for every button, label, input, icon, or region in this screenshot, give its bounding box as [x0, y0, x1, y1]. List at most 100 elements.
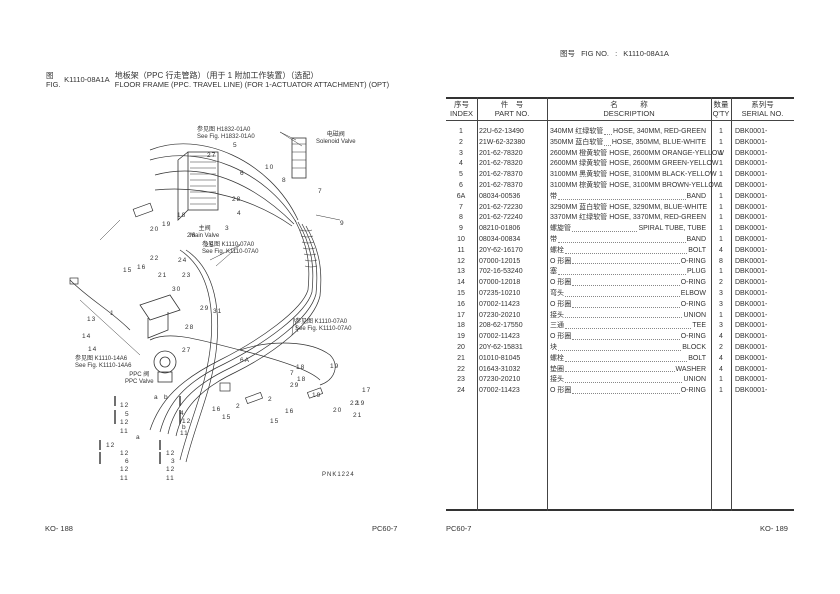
description-en: O-RING — [680, 279, 706, 287]
callout: 2 — [268, 396, 273, 403]
cell-qty: 1 — [719, 387, 723, 395]
description-zh: 螺栓 — [550, 246, 564, 254]
description-zh: O 形圈 — [550, 333, 572, 341]
cell-qty: 4 — [719, 365, 723, 373]
cell-serial: DBK0001- — [735, 376, 768, 384]
callout: 3 — [225, 225, 230, 232]
callout: 27 — [182, 347, 192, 354]
ref-k14a6: 参见图 K1110-14A6 See Fig. K1110-14A6 — [75, 356, 131, 370]
callout: b — [182, 424, 187, 431]
cell-serial: DBK0001- — [735, 279, 768, 287]
column-divider — [711, 97, 712, 511]
description-zh: 螺旋管 — [550, 225, 571, 233]
leader-dots — [572, 300, 680, 308]
cell-qty: 8 — [719, 257, 723, 265]
description-en: BLOCK — [682, 343, 706, 351]
cell-index: 22 — [457, 365, 465, 373]
ref-k07a0-top: 参见图 K1110-07A0 See Fig. K1110-07A0 — [202, 242, 258, 256]
column-divider — [547, 97, 548, 511]
callout: 29 — [200, 305, 210, 312]
leader-dots — [558, 343, 682, 351]
cell-index: 17 — [457, 311, 465, 319]
callout: 12 — [166, 450, 176, 457]
fig-no-zh: 图号 — [560, 49, 575, 58]
description-zh: 340MM 红绿软管 — [550, 128, 604, 135]
cell-serial: DBK0001- — [735, 203, 768, 211]
cell-index: 13 — [457, 268, 465, 276]
cell-qty: 1 — [719, 214, 723, 222]
col-header-zh: 数量 — [713, 100, 729, 109]
description-zh: 350MM 蓝白软管 — [550, 138, 604, 146]
leader-dots — [565, 354, 688, 362]
ref-k14a6-zh: 参见图 K1110-14A6 — [75, 356, 128, 362]
callout: 21 — [158, 272, 168, 279]
cell-serial: DBK0001- — [735, 181, 768, 189]
callout: 11 — [120, 428, 129, 435]
cell-index: 7 — [459, 203, 463, 211]
cell-qty: 1 — [719, 311, 723, 319]
cell-qty: 1 — [719, 376, 723, 384]
callout: 4 — [237, 210, 242, 217]
description-en: PLUG — [686, 268, 706, 276]
callout: 7 — [318, 188, 323, 195]
cell-part-no: 20Y-62-15831 — [479, 343, 523, 351]
leader-dots — [572, 257, 680, 265]
fig-no-sep: : — [615, 49, 618, 58]
cell-part-no: 208-62-17550 — [479, 322, 523, 330]
callout: 18 — [297, 376, 307, 383]
ref-h1832: 参见图 H1832-01A0 See Fig. H1832-01A0 — [197, 127, 255, 141]
description-zh: 2600MM 绿黄软管 — [550, 160, 608, 168]
description-en: SPIRAL TUBE, TUBE — [638, 225, 706, 233]
cell-index: 8 — [459, 214, 463, 222]
description-zh: 三通 — [550, 322, 564, 330]
table-bottom-rule — [446, 509, 794, 511]
cell-serial: DBK0001- — [735, 365, 768, 373]
callout: 26 — [187, 232, 197, 239]
callout: 22 — [150, 255, 160, 262]
cell-part-no: 07002-11423 — [479, 387, 520, 395]
description-en: HOSE, 2600MM ORANGE-YELLOW — [609, 149, 724, 157]
main-valve-en: Main Valve — [190, 233, 220, 239]
callout: 24 — [178, 257, 188, 264]
leader-dots — [565, 375, 683, 384]
left-model: PC60-7 — [372, 524, 398, 533]
callout: 18 — [296, 364, 306, 371]
ref-k14a6-en: See Fig. K1110-14A6 — [75, 363, 132, 369]
main-valve-zh: 主阀 — [198, 226, 211, 232]
description-zh: 带 — [550, 235, 557, 243]
description-zh: 接头 — [550, 311, 564, 319]
cell-serial: DBK0001- — [735, 333, 768, 341]
cell-index: 10 — [457, 235, 465, 243]
fig-number: 图号 FIG NO. : K1110-08A1A — [560, 48, 673, 59]
leader-dots — [572, 386, 680, 394]
left-page-number: KO- 188 — [45, 524, 73, 533]
cell-index: 23 — [457, 376, 465, 384]
fig-code: K1110-08A1A — [64, 75, 110, 84]
cell-index: 20 — [457, 343, 465, 351]
description-en: TEE — [692, 322, 706, 330]
cell-part-no: 201-62-78370 — [479, 181, 523, 189]
callout: 19 — [162, 221, 172, 228]
description-en: BOLT — [688, 246, 706, 254]
cell-index: 19 — [457, 333, 465, 341]
callout: 23 — [182, 272, 192, 279]
description-zh: 垫圈 — [550, 365, 564, 373]
cell-part-no: 07002-11423 — [479, 300, 520, 308]
callout: 8 — [282, 177, 287, 184]
cell-serial: DBK0001- — [735, 343, 768, 351]
description-zh: 螺栓 — [550, 354, 564, 362]
cell-index: 6A — [456, 192, 466, 200]
cell-serial: DBK0001- — [735, 354, 768, 362]
description-en: HOSE, 2600MM GREEN-YELLOW — [609, 160, 719, 168]
fig-label-zh: 图 — [46, 71, 54, 80]
cell-part-no: 07000-12015 — [479, 257, 521, 265]
figure-titles: 地板架（PPC 行走管路）（用于 1 附加工作装置）（选配） FLOOR FRA… — [115, 71, 389, 89]
